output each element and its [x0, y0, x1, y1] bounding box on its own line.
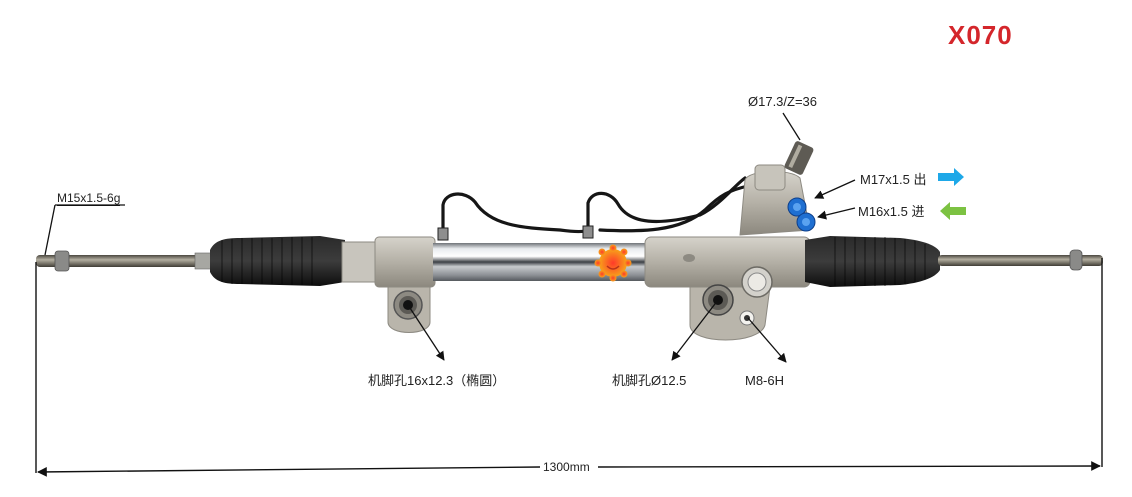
right-tie-rod — [938, 249, 1103, 271]
mount-hole-right-label: 机脚孔Ø12.5 — [612, 373, 687, 388]
left-housing — [341, 236, 436, 333]
outlet-port-cap — [787, 197, 807, 217]
mount-hole-left-label: 机脚孔16x12.3（椭圆） — [368, 373, 506, 388]
pinion-shaft — [784, 141, 814, 175]
overall-length-label: 1300mm — [540, 460, 593, 474]
outlet-flow-arrow-icon — [938, 168, 964, 186]
left-tie-rod — [36, 250, 214, 272]
hydraulic-lines — [437, 176, 750, 241]
bolt-thread-label: M8-6H — [745, 373, 785, 388]
outlet-port-label: M17x1.5 出 — [860, 172, 927, 187]
product-code: X070 — [948, 20, 1013, 50]
left-boot — [210, 236, 345, 286]
inlet-flow-arrow-icon — [940, 202, 966, 220]
valve-housing — [644, 141, 816, 341]
dimension-line-overall-length — [35, 258, 1103, 477]
inlet-port-label: M16x1.5 进 — [858, 204, 925, 219]
brand-logo-icon — [594, 244, 632, 282]
pinion-spec-label: Ø17.3/Z=36 — [748, 94, 818, 109]
inlet-port-cap — [796, 212, 816, 232]
tie-rod-thread-label: M15x1.5-6g — [57, 191, 121, 206]
right-boot — [805, 236, 940, 287]
